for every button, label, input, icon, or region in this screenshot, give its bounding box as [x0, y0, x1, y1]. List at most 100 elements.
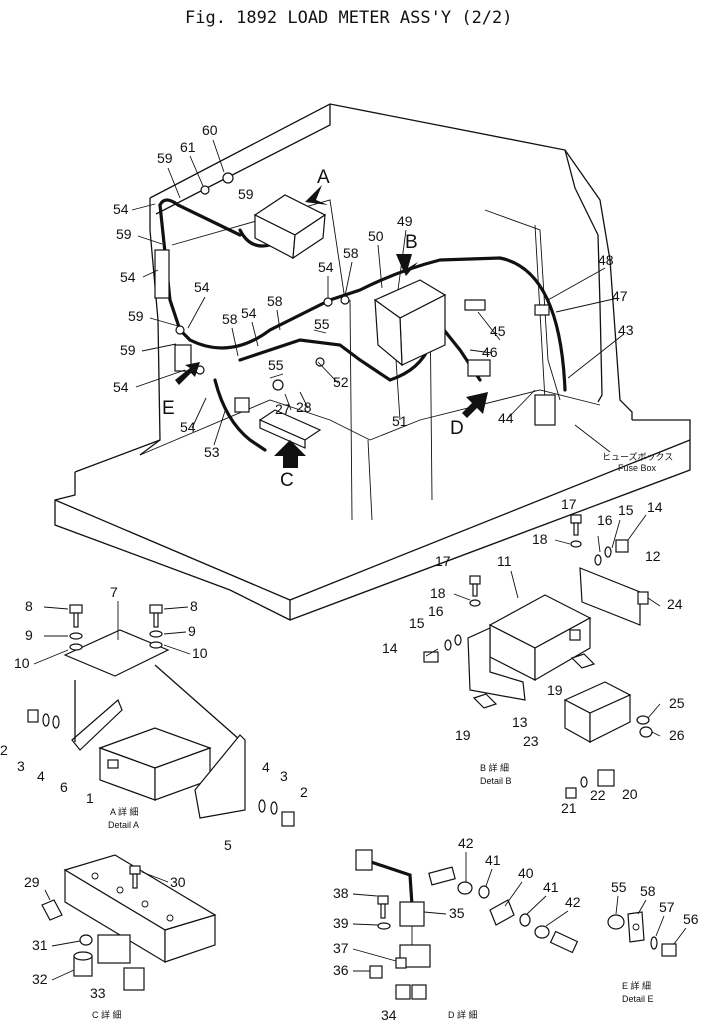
callout: 42	[565, 894, 581, 910]
callout: 19	[455, 727, 471, 743]
callout: 15	[618, 502, 634, 518]
detail-c: 29 30 31 32 33 C 詳 細	[24, 854, 217, 1020]
callout: 54	[194, 279, 210, 295]
detail-d-jp: D 詳 細	[448, 1009, 478, 1020]
callout: 3	[280, 768, 288, 784]
detail-b-jp: B 詳 細	[480, 762, 509, 773]
detail-e: 55 58 57 56 E 詳 細 Detail E	[607, 879, 699, 1004]
detail-e-en: Detail E	[622, 994, 654, 1004]
callout: 55	[611, 879, 627, 895]
callout: 55	[314, 316, 330, 332]
callout: 21	[561, 800, 577, 816]
callout: 9	[188, 623, 196, 639]
callout: 23	[523, 733, 539, 749]
callout: 37	[333, 940, 349, 956]
detail-b-en: Detail B	[480, 776, 512, 786]
callout: 17	[435, 553, 451, 569]
callout: 12	[645, 548, 661, 564]
callout: 2	[300, 784, 308, 800]
callout: 48	[598, 252, 614, 268]
fuse-box-jp: ヒューズボックス	[602, 451, 673, 462]
view-label-a: A	[317, 167, 330, 188]
callout: 13	[512, 714, 528, 730]
callout: 6	[60, 779, 68, 795]
callout: 52	[333, 374, 349, 390]
callout: 8	[190, 598, 198, 614]
callout: 58	[267, 293, 283, 309]
load-meter-box-main	[253, 194, 327, 260]
callout: 3	[17, 758, 25, 774]
callout: 47	[612, 288, 628, 304]
callout: 17	[561, 496, 577, 512]
callout: 19	[547, 682, 563, 698]
callout: 45	[490, 323, 506, 339]
callout: 56	[683, 911, 699, 927]
callout: 58	[343, 245, 359, 261]
callout: 4	[262, 759, 270, 775]
callout: 42	[458, 835, 474, 851]
detail-b: 17 18 16 15 14 12 24 17 18 11 16 15 14 1…	[382, 496, 685, 816]
callout: 41	[485, 852, 501, 868]
callout: 29	[24, 874, 40, 890]
callout: 55	[268, 357, 284, 373]
callout: 36	[333, 962, 349, 978]
callout: 44	[498, 410, 514, 426]
callout: 31	[32, 937, 48, 953]
callout: 39	[333, 915, 349, 931]
callout: 54	[113, 379, 129, 395]
callout: 59	[116, 226, 132, 242]
callout: 58	[640, 883, 656, 899]
callout: 16	[597, 512, 613, 528]
detail-a: 8 9 10 7 8 9 10 2 3 4 6 1 4 3 2 5 A 詳 細 …	[0, 584, 308, 853]
callout: 59	[128, 308, 144, 324]
callout: 26	[669, 727, 685, 743]
view-label-c: C	[280, 470, 294, 491]
callout: 54	[120, 269, 136, 285]
callout: 53	[204, 444, 220, 460]
callout: 4	[37, 768, 45, 784]
callout: 59	[120, 342, 136, 358]
callout: 59	[238, 186, 254, 202]
callout: 10	[192, 645, 208, 661]
callout: 41	[543, 879, 559, 895]
beam-main	[234, 397, 322, 449]
view-label-e: E	[162, 398, 175, 419]
callout: 5	[224, 837, 232, 853]
callout: 57	[659, 899, 675, 915]
callout: 59	[157, 150, 173, 166]
callout: 40	[518, 865, 534, 881]
callout: 28	[296, 399, 312, 415]
callout: 18	[532, 531, 548, 547]
callout: 27	[275, 401, 291, 417]
figure-title: Fig. 1892 LOAD METER ASS'Y (2/2)	[185, 8, 513, 28]
callout: 11	[497, 553, 512, 569]
cab-outline	[54, 103, 691, 621]
callout: 16	[428, 603, 444, 619]
callout: 61	[180, 139, 196, 155]
callout: 54	[113, 201, 129, 217]
callout: 33	[90, 985, 106, 1001]
callout: 2	[0, 742, 8, 758]
detail-d: 42 41 40 41 42 38 35 39 37 36 34 D 詳 細	[333, 835, 581, 1020]
callout: 54	[180, 419, 196, 435]
detail-a-jp: A 詳 細	[110, 806, 139, 817]
callout: 15	[409, 615, 425, 631]
callout: 54	[318, 259, 334, 275]
callout: 22	[590, 787, 606, 803]
callout: 8	[25, 598, 33, 614]
callout: 38	[333, 885, 349, 901]
callout: 14	[647, 499, 663, 515]
fuse-box-en: Fuse Box	[618, 463, 657, 473]
callout: 49	[397, 213, 413, 229]
callout: 9	[25, 627, 33, 643]
callout: 24	[667, 596, 683, 612]
control-box-main	[373, 279, 556, 426]
callout: 25	[669, 695, 685, 711]
detail-c-jp: C 詳 細	[92, 1009, 122, 1020]
callout: 1	[86, 790, 94, 806]
callout: 50	[368, 228, 384, 244]
callout: 14	[382, 640, 398, 656]
callout: 34	[381, 1007, 397, 1020]
callout: 30	[170, 874, 186, 890]
